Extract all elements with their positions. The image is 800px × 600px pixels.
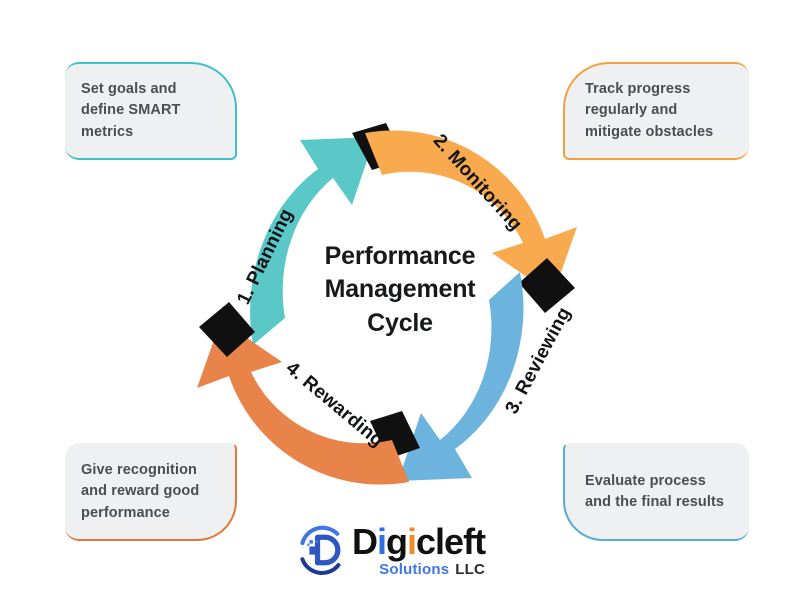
notch-monitoring-reviewing <box>519 258 575 313</box>
logo-subtitle-solutions: Solutions <box>379 560 450 578</box>
notch-rewarding-planning <box>199 302 255 357</box>
callout-planning-text: Set goals and define SMART metrics <box>81 81 181 140</box>
arrow-planning <box>250 137 375 345</box>
logo-subtitle-llc: LLC <box>455 560 486 578</box>
callout-monitoring: Track progress regularly and mitigate ob… <box>563 62 749 160</box>
cycle-title: Performance Management Cycle <box>324 242 476 337</box>
logo-letters-cleft: cleft <box>416 520 486 562</box>
arrow-reviewing <box>398 272 524 481</box>
callout-reviewing: Evaluate process and the final results <box>563 443 749 541</box>
arrow-rewarding <box>197 320 409 485</box>
callout-rewarding-text: Give recognition and reward good perform… <box>81 462 200 521</box>
callout-monitoring-text: Track progress regularly and mitigate ob… <box>585 81 714 140</box>
logo-text-block: Digicleft Solutions LLC <box>352 520 486 577</box>
brand-logo: Digicleft Solutions LLC <box>292 519 516 581</box>
callout-rewarding: Give recognition and reward good perform… <box>65 443 237 541</box>
logo-wordmark: Digicleft <box>352 520 486 562</box>
arrow-monitoring <box>365 130 577 295</box>
logo-letter-i-orange: i <box>407 520 417 562</box>
logo-subtitle: Solutions LLC <box>352 562 485 577</box>
logo-letter-i-blue: i <box>377 520 387 562</box>
logo-letter-g: g <box>386 520 408 562</box>
logo-letter-d: D <box>352 520 378 562</box>
digicleft-logo-icon <box>300 525 341 576</box>
callout-reviewing-text: Evaluate process and the final results <box>585 472 725 510</box>
callout-planning: Set goals and define SMART metrics <box>65 62 237 160</box>
